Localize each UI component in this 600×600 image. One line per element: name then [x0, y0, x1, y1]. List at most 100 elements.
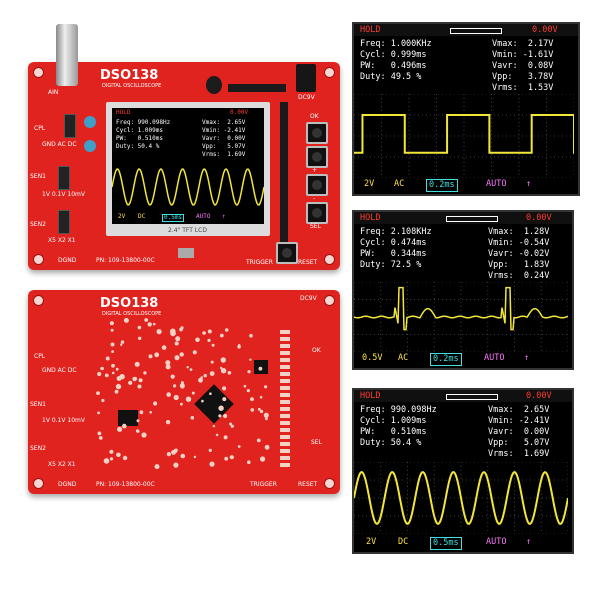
screen-header	[354, 212, 572, 224]
assembled-board: AIN DSO138 DIGITAL OSCILLOSCOPE DC9V CPL…	[28, 24, 340, 270]
sen1-label: SEN1	[30, 401, 46, 408]
screen-edge: ↑	[526, 179, 532, 189]
dc-jack	[296, 64, 316, 92]
pcb-pads	[96, 317, 270, 470]
lcd-screen: HOLD 0.00V Freq: 990.098Hz Cycl: 1.009ms…	[112, 108, 264, 224]
screen-coupling: DC	[398, 537, 409, 547]
mount-hole	[324, 295, 335, 306]
trim-pot[interactable]	[84, 140, 96, 152]
screen-hold: HOLD	[360, 213, 381, 223]
screen-hold: HOLD	[360, 391, 381, 401]
screen-timebase[interactable]: 0.2ms	[426, 179, 458, 192]
screen-right-1: Vmin: -1.61V	[492, 50, 554, 60]
screen-right-4: Vrms: 1.53V	[492, 83, 554, 93]
sen1-values: 1V 0.1V 10mV	[42, 191, 85, 198]
minus-label: -	[313, 195, 316, 202]
screen-left-0: Freq: 1.000KHz	[360, 39, 432, 49]
screen-edge: ↑	[524, 353, 530, 363]
opamp-chip	[118, 410, 138, 426]
mount-hole	[324, 254, 335, 265]
screen-right-4: Vrms: 0.24V	[488, 271, 550, 281]
lcd-left-2: PW: 0.510ms	[116, 135, 163, 142]
screen-right-1: Vmin: -2.41V	[488, 416, 550, 426]
lcd-trace	[112, 168, 264, 206]
lcd-left-1: Cycl: 1.009ms	[116, 127, 163, 134]
board-logo: DSO138	[100, 68, 159, 83]
screen-coupling: AC	[398, 353, 409, 363]
screen-right-4: Vrms: 1.69V	[488, 449, 550, 459]
cpl-values: GND AC DC	[42, 141, 77, 148]
screen-mode: AUTO	[484, 353, 505, 363]
dgnd-label: DGND	[58, 257, 77, 264]
screen-left-3: Duty: 72.5 %	[360, 260, 422, 270]
sel-label: SEL	[311, 439, 322, 446]
sen2-switch[interactable]	[58, 210, 70, 234]
trigger-label: TRIGGER	[250, 481, 277, 488]
board-logo: DSO138	[100, 296, 159, 311]
mount-hole	[33, 67, 44, 78]
screen-volt: 0.00V	[532, 25, 558, 35]
screen-left-2: PW: 0.510ms	[360, 427, 427, 437]
dc9v-label: DC9V	[298, 94, 315, 101]
lcd-right-1: Vmin: -2.41V	[202, 127, 246, 134]
ain-label: AIN	[48, 89, 59, 96]
screen-vdiv: 0.5V	[362, 353, 383, 363]
screen-right-3: Vpp: 1.83V	[488, 260, 550, 270]
screen-left-3: Duty: 50.4 %	[360, 438, 422, 448]
screen-trace	[354, 462, 568, 534]
minus-button[interactable]	[306, 174, 328, 196]
lcd-timebase: 0.5ms	[162, 214, 185, 222]
lcd-vdiv: 2V	[118, 213, 126, 220]
plus-label: +	[312, 167, 318, 174]
tft-label: 2.4" TFT LCD	[168, 227, 207, 234]
cpl-label: CPL	[34, 125, 46, 132]
screen-right-1: Vmin: -0.54V	[488, 238, 550, 248]
screen-timebase[interactable]: 0.5ms	[430, 537, 462, 550]
scope-screen-1: HOLD 0.00V Freq: 1.000KHz Cycl: 0.999ms …	[352, 22, 580, 196]
screen-coupling: AC	[394, 179, 405, 189]
scope-screen-2: HOLD 0.00V Freq: 2.108KHz Cycl: 0.474ms …	[352, 210, 574, 370]
screen-scroll-bar	[446, 216, 498, 222]
cpl-label: CPL	[34, 353, 46, 360]
header-pins	[280, 102, 288, 242]
lcd-edge: ↑	[222, 213, 226, 220]
screen-scroll-bar	[450, 28, 502, 34]
ok-button[interactable]	[306, 122, 328, 144]
trim-pot[interactable]	[84, 116, 96, 128]
pn-label: PN: 109-13800-00C	[96, 257, 155, 264]
dc9v-label: DC9V	[300, 295, 317, 302]
lcd-right-0: Vmax: 2.65V	[202, 119, 246, 126]
sel-button[interactable]	[306, 202, 328, 224]
screen-left-3: Duty: 49.5 %	[360, 72, 422, 82]
header-pins	[228, 84, 286, 92]
screen-edge: ↑	[526, 537, 532, 547]
lcd-hold: HOLD	[116, 109, 131, 116]
lcd-mode: AUTO	[196, 213, 211, 220]
capacitor	[206, 76, 222, 94]
reset-button[interactable]	[276, 242, 298, 264]
mount-hole	[324, 478, 335, 489]
screen-timebase[interactable]: 0.2ms	[430, 353, 462, 366]
sel-label: SEL	[310, 223, 321, 230]
screen-volt: 0.00V	[526, 391, 552, 401]
lcd-right-3: Vpp: 5.07V	[202, 143, 246, 150]
cpl-switch[interactable]	[64, 114, 76, 138]
lcd-coupling: DC	[138, 213, 146, 220]
screen-right-2: Vavr: 0.08V	[492, 61, 554, 71]
screen-scroll-bar	[446, 394, 498, 400]
screen-hold: HOLD	[360, 25, 381, 35]
screen-mode: AUTO	[486, 537, 507, 547]
screen-right-0: Vmax: 2.17V	[492, 39, 554, 49]
screen-right-2: Vavr: -0.02V	[488, 249, 550, 259]
ok-label: OK	[312, 347, 321, 354]
sen2-label: SEN2	[30, 445, 46, 452]
mount-hole	[33, 254, 44, 265]
board-logo-sub: DIGITAL OSCILLOSCOPE	[102, 83, 162, 89]
sen1-switch[interactable]	[58, 166, 70, 190]
mount-hole	[324, 67, 335, 78]
plus-button[interactable]	[306, 146, 328, 168]
screen-vdiv: 2V	[364, 179, 375, 189]
reset-label: RESET	[298, 259, 318, 266]
lcd-left-0: Freq: 990.098Hz	[116, 119, 171, 126]
dgnd-label: DGND	[58, 481, 77, 488]
